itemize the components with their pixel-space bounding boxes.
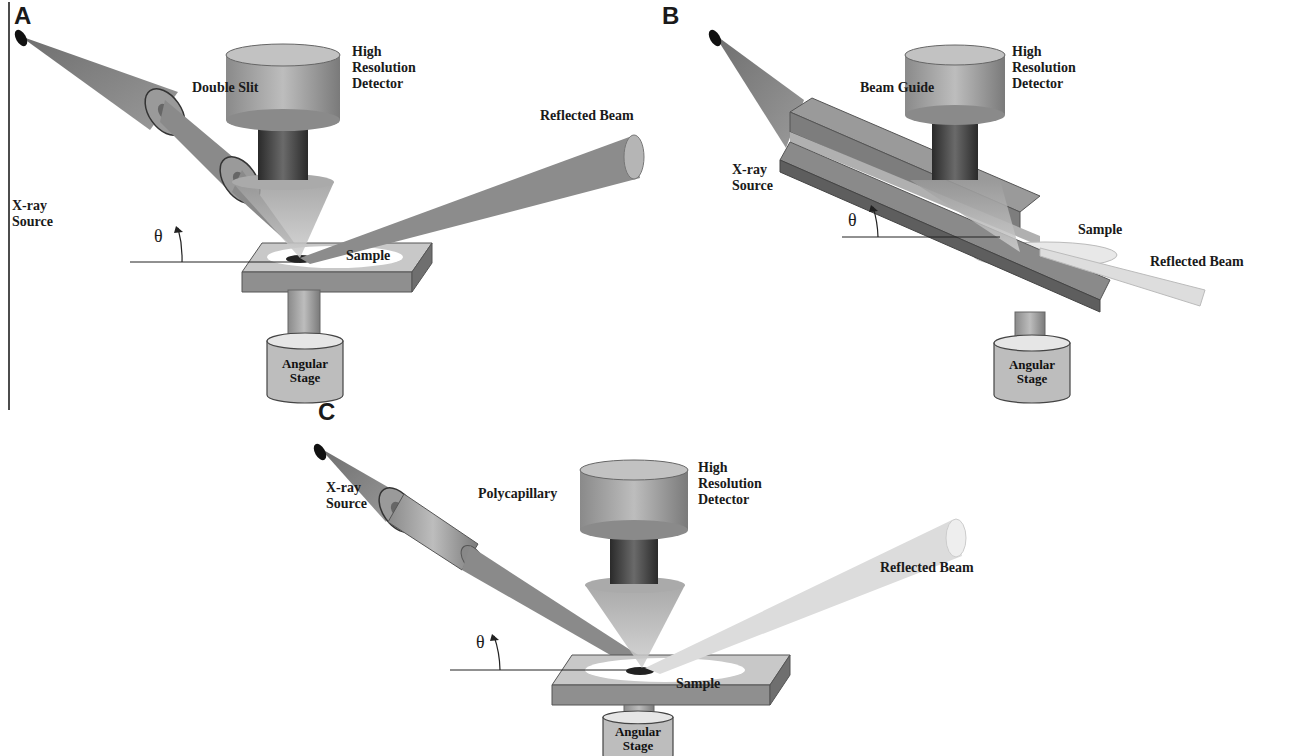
part-label: Reflected Beam [1150,254,1280,270]
part-label: X-ray Source [326,480,396,512]
angle-symbol: θ [154,226,174,247]
angular-stage: Angular Stage [993,334,1071,404]
stage-label: Angular Stage [993,358,1071,387]
part-label: Sample [676,676,746,692]
part-label: Double Slit [192,80,302,96]
part-label: X-ray Source [732,162,802,194]
part-label: High Resolution Detector [352,44,442,92]
part-label: Polycapillary [478,486,588,502]
part-label: Reflected Beam [880,560,1010,576]
part-label: High Resolution Detector [698,460,788,508]
panel-letter: B [662,2,692,30]
angle-symbol: θ [848,210,868,231]
panel-letter: A [14,2,44,30]
part-label: High Resolution Detector [1012,44,1102,92]
part-label: Sample [1078,222,1148,238]
stage-label: Angular Stage [602,725,674,754]
part-label: Reflected Beam [540,108,670,124]
part-label: Beam Guide [860,80,970,96]
part-label: Sample [346,248,416,264]
angle-symbol: θ [476,632,496,653]
angular-stage: Angular Stage [602,710,674,756]
stage-label: Angular Stage [266,357,344,386]
angular-stage: Angular Stage [266,332,344,404]
part-label: X-ray Source [12,198,82,230]
